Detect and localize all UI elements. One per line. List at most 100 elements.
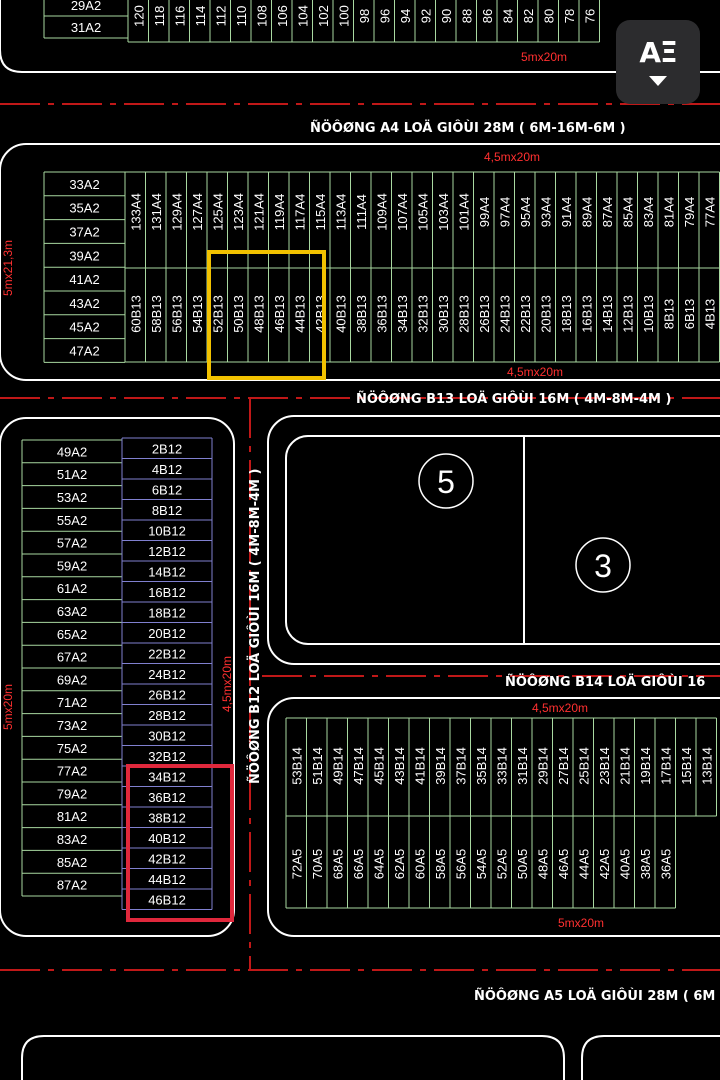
lot-36B13[interactable]: 36B13	[374, 295, 389, 333]
lot-101A4[interactable]: 101A4	[456, 193, 471, 231]
lot-51B14[interactable]: 51B14	[310, 747, 325, 785]
lot-79A2[interactable]: 79A2	[57, 786, 87, 801]
lot-63A2[interactable]: 63A2	[57, 604, 87, 619]
lot-50B13[interactable]: 50B13	[231, 295, 246, 333]
lot-6B13[interactable]: 6B13	[682, 299, 697, 329]
lot-70A5[interactable]: 70A5	[310, 849, 325, 879]
lot-30B13[interactable]: 30B13	[436, 295, 451, 333]
lot-40A5[interactable]: 40A5	[617, 849, 632, 879]
lot-52A5[interactable]: 52A5	[494, 849, 509, 879]
lot-32B13[interactable]: 32B13	[415, 295, 430, 333]
lot-12B12[interactable]: 12B12	[148, 544, 186, 559]
lot-53A2[interactable]: 53A2	[57, 490, 87, 505]
lot-2B12[interactable]: 2B12	[152, 441, 182, 456]
lot-39B14[interactable]: 39B14	[433, 747, 448, 785]
lot-40B12[interactable]: 40B12	[148, 831, 186, 846]
lot-54B13[interactable]: 54B13	[190, 295, 205, 333]
lot-44A5[interactable]: 44A5	[576, 849, 591, 879]
lot-97A4[interactable]: 97A4	[497, 197, 512, 227]
lot-30B12[interactable]: 30B12	[148, 728, 186, 743]
lot-112[interactable]: 112	[213, 6, 228, 27]
lot-36A5[interactable]: 36A5	[658, 849, 673, 879]
lot-46A5[interactable]: 46A5	[556, 849, 571, 879]
lot-48B13[interactable]: 48B13	[251, 295, 266, 333]
lot-10B12[interactable]: 10B12	[148, 523, 186, 538]
lot-88[interactable]: 88	[459, 9, 474, 23]
lot-87A4[interactable]: 87A4	[600, 197, 615, 227]
lot-24B13[interactable]: 24B13	[497, 295, 512, 333]
lot-80[interactable]: 80	[541, 9, 556, 23]
lot-93A4[interactable]: 93A4	[538, 197, 553, 227]
lot-78[interactable]: 78	[562, 9, 577, 23]
lot-44B13[interactable]: 44B13	[292, 295, 307, 333]
lot-113A4[interactable]: 113A4	[333, 194, 348, 231]
lot-28B12[interactable]: 28B12	[148, 708, 186, 723]
lot-77A4[interactable]: 77A4	[702, 197, 717, 227]
lot-14B13[interactable]: 14B13	[600, 295, 615, 333]
text-recognition-button[interactable]: AΞ	[616, 20, 700, 104]
lot-120[interactable]: 120	[131, 5, 146, 27]
lot-10B13[interactable]: 10B13	[641, 295, 656, 333]
lot-114[interactable]: 114	[193, 6, 208, 27]
lot-82[interactable]: 82	[521, 9, 536, 23]
lot-41A2[interactable]: 41A2	[69, 272, 99, 287]
lot-32B12[interactable]: 32B12	[148, 749, 186, 764]
lot-116[interactable]: 116	[172, 6, 187, 27]
lot-16B12[interactable]: 16B12	[148, 585, 186, 600]
lot-45A2[interactable]: 45A2	[69, 320, 99, 335]
lot-66A5[interactable]: 66A5	[351, 849, 366, 879]
lot-29A2[interactable]: 29A2	[71, 0, 101, 13]
lot-24B12[interactable]: 24B12	[148, 667, 186, 682]
lot-22B12[interactable]: 22B12	[148, 646, 186, 661]
lot-19B14[interactable]: 19B14	[638, 747, 653, 785]
lot-108[interactable]: 108	[254, 5, 269, 27]
lot-21B14[interactable]: 21B14	[617, 747, 632, 785]
lot-36B12[interactable]: 36B12	[148, 790, 186, 805]
lot-56A5[interactable]: 56A5	[453, 849, 468, 879]
lot-51A2[interactable]: 51A2	[57, 467, 87, 482]
lot-50A5[interactable]: 50A5	[515, 849, 530, 879]
lot-4B13[interactable]: 4B13	[702, 299, 717, 329]
lot-81A2[interactable]: 81A2	[57, 809, 87, 824]
lot-75A2[interactable]: 75A2	[57, 741, 87, 756]
lot-22B13[interactable]: 22B13	[518, 295, 533, 333]
lot-121A4[interactable]: 121A4	[251, 193, 266, 231]
lot-55A2[interactable]: 55A2	[57, 513, 87, 528]
lot-48A5[interactable]: 48A5	[535, 849, 550, 879]
lot-4B12[interactable]: 4B12	[152, 462, 182, 477]
lot-127A4[interactable]: 127A4	[190, 193, 205, 231]
lot-35B14[interactable]: 35B14	[474, 747, 489, 785]
lot-83A2[interactable]: 83A2	[57, 832, 87, 847]
lot-81A4[interactable]: 81A4	[661, 197, 676, 227]
lot-52B13[interactable]: 52B13	[210, 295, 225, 333]
lot-20B13[interactable]: 20B13	[538, 295, 553, 333]
lot-46B13[interactable]: 46B13	[272, 295, 287, 333]
lot-53B14[interactable]: 53B14	[289, 747, 304, 785]
lot-17B14[interactable]: 17B14	[658, 747, 673, 785]
lot-49B14[interactable]: 49B14	[330, 747, 345, 785]
lot-105A4[interactable]: 105A4	[415, 193, 430, 231]
lot-64A5[interactable]: 64A5	[371, 849, 386, 879]
lot-37A2[interactable]: 37A2	[69, 225, 99, 240]
lot-18B13[interactable]: 18B13	[559, 295, 574, 333]
lot-102[interactable]: 102	[316, 5, 331, 27]
lot-54A5[interactable]: 54A5	[474, 849, 489, 879]
lot-43B14[interactable]: 43B14	[392, 747, 407, 785]
lot-29B14[interactable]: 29B14	[535, 747, 550, 785]
lot-46B12[interactable]: 46B12	[148, 892, 186, 907]
lot-49A2[interactable]: 49A2	[57, 444, 87, 459]
lot-103A4[interactable]: 103A4	[436, 193, 451, 231]
lot-115A4[interactable]: 115A4	[313, 194, 328, 231]
lot-42B12[interactable]: 42B12	[148, 851, 186, 866]
lot-85A4[interactable]: 85A4	[620, 197, 635, 227]
lot-47A2[interactable]: 47A2	[69, 344, 99, 359]
lot-69A2[interactable]: 69A2	[57, 672, 87, 687]
lot-110[interactable]: 110	[234, 6, 249, 27]
lot-119A4[interactable]: 119A4	[272, 194, 287, 231]
lot-31A2[interactable]: 31A2	[71, 20, 101, 35]
lot-125A4[interactable]: 125A4	[210, 193, 225, 231]
lot-62A5[interactable]: 62A5	[392, 849, 407, 879]
lot-33A2[interactable]: 33A2	[69, 177, 99, 192]
lot-38B12[interactable]: 38B12	[148, 810, 186, 825]
lot-40B13[interactable]: 40B13	[333, 295, 348, 333]
